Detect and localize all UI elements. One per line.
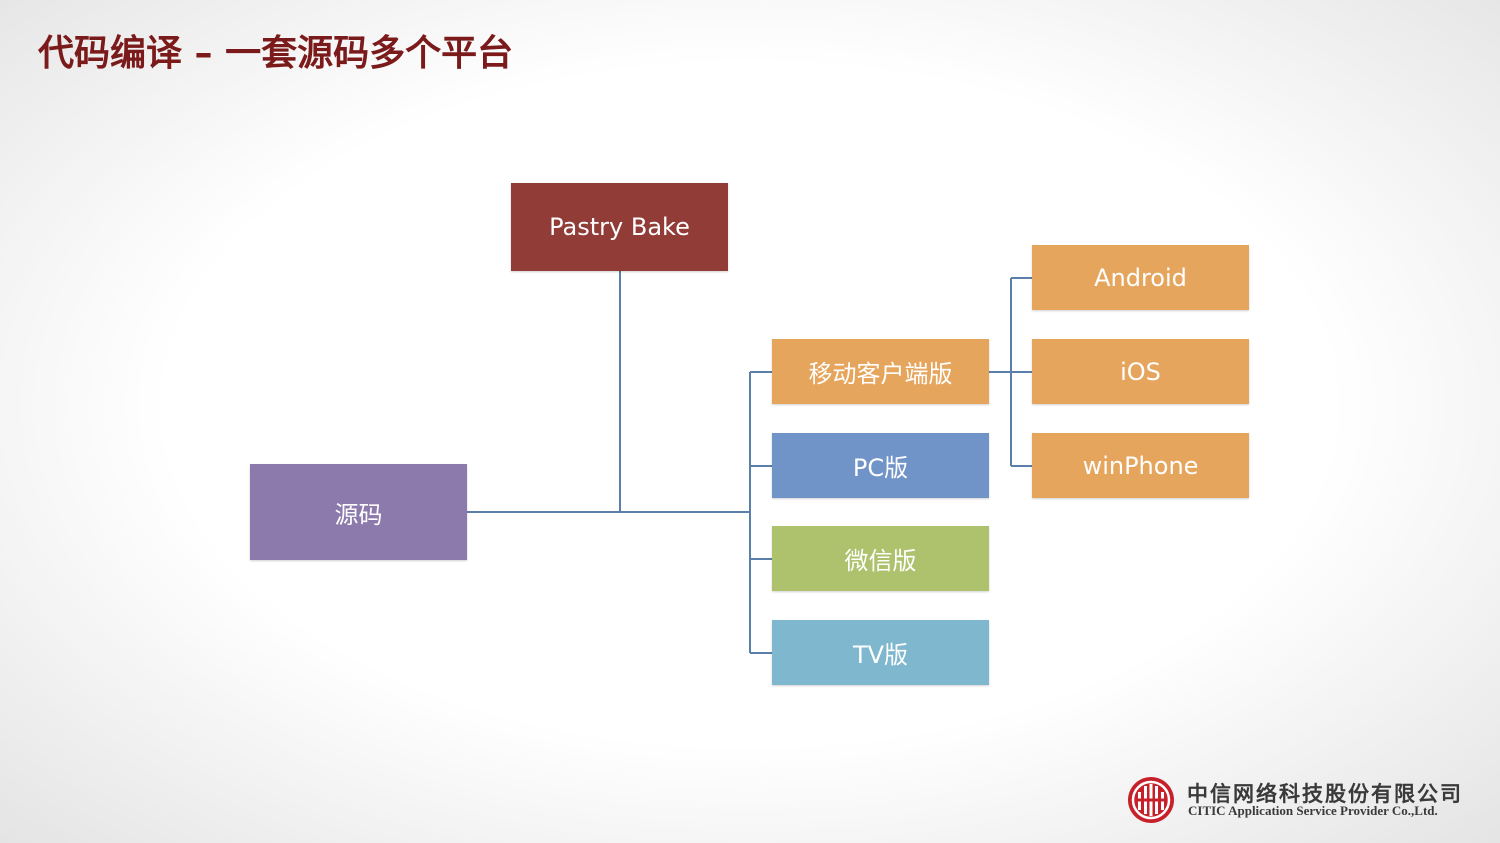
node-source-code: 源码 <box>250 464 467 560</box>
node-ios: iOS <box>1032 339 1249 404</box>
node-tv: TV版 <box>772 620 989 685</box>
company-logo: 中信网络科技股份有限公司 CITIC Application Service P… <box>1127 776 1467 826</box>
slide-title: 代码编译 – 一套源码多个平台 <box>38 33 514 74</box>
node-pastry-bake: Pastry Bake <box>511 183 728 271</box>
company-name-en: CITIC Application Service Provider Co.,L… <box>1188 803 1438 818</box>
node-mobile-client: 移动客户端版 <box>772 339 989 404</box>
node-android: Android <box>1032 245 1249 310</box>
node-wechat: 微信版 <box>772 526 989 591</box>
node-pc: PC版 <box>772 433 989 498</box>
node-winphone: winPhone <box>1032 433 1249 498</box>
citic-logo-icon <box>1128 777 1174 823</box>
company-name-cn: 中信网络科技股份有限公司 <box>1187 781 1463 806</box>
